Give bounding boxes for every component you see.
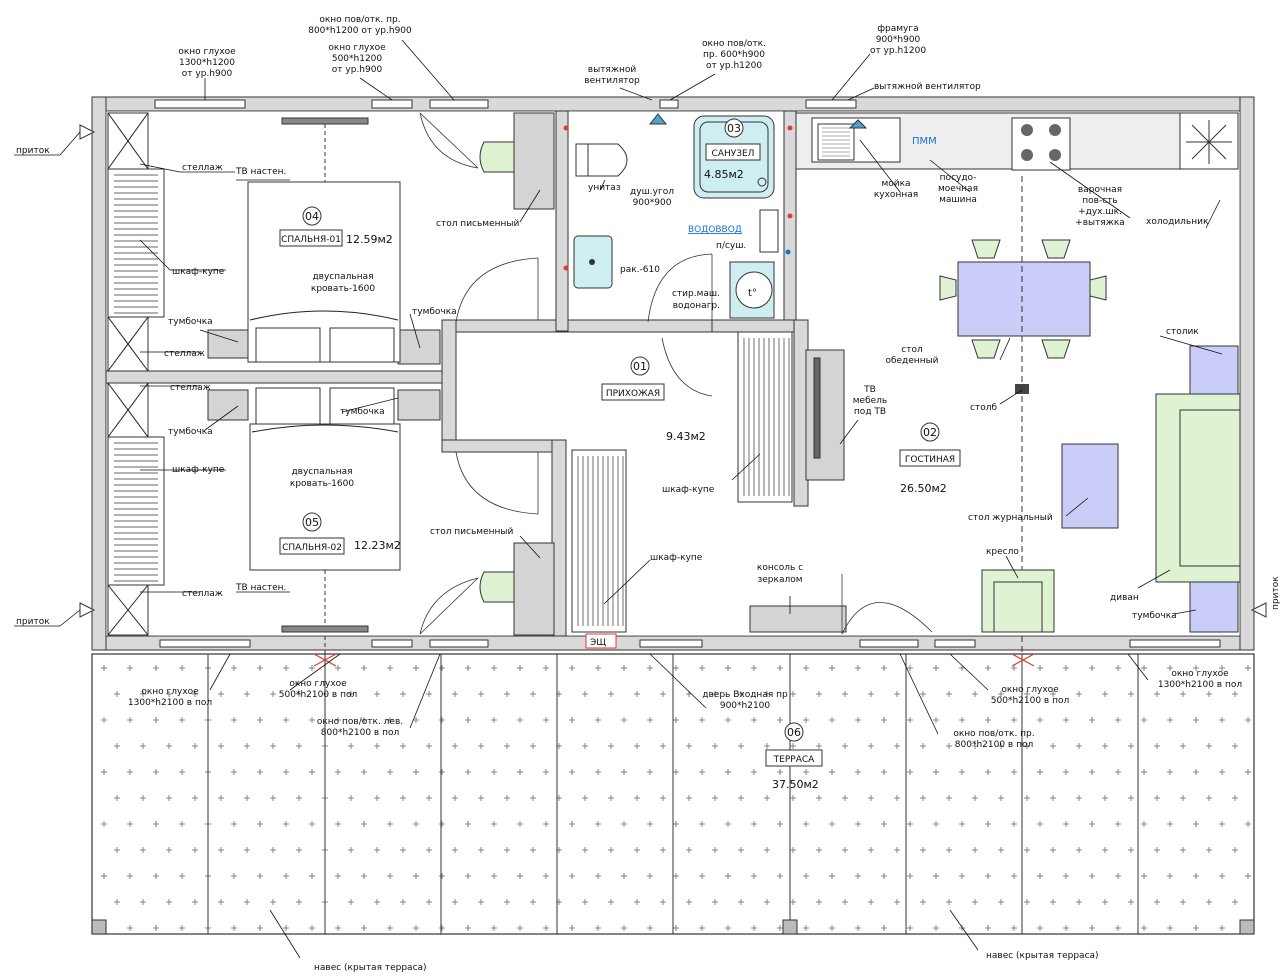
label-tv2: ТВ настен. — [235, 583, 286, 593]
living-room — [313, 112, 1241, 667]
svg-text:t°: t° — [748, 288, 757, 299]
svg-text:ГОСТИНАЯ: ГОСТИНАЯ — [905, 455, 955, 465]
label-inflow-r: приток — [1271, 576, 1280, 610]
svg-text:02: 02 — [923, 426, 937, 439]
label-shelf4: стеллаж — [182, 589, 223, 599]
room-03-tag: 03 САНУЗЕЛ 4.85м2 — [704, 118, 761, 181]
bedroom-01 — [107, 112, 555, 372]
svg-text:9.43м2: 9.43м2 — [666, 430, 706, 443]
label-canopy1: навес (крытая терраса) — [314, 963, 427, 973]
label-washer: стир.маш.водонагр. — [672, 289, 720, 311]
svg-text:26.50м2: 26.50м2 — [900, 482, 947, 495]
label-win-bot3: окно пов/отк. лев.800*h2100 в пол — [317, 717, 403, 738]
label-inflow-l1: приток — [16, 146, 50, 156]
label-column: столб — [970, 403, 997, 413]
top-windows — [154, 99, 857, 109]
svg-text:04: 04 — [305, 210, 319, 223]
svg-text:01: 01 — [633, 360, 647, 373]
room-06-tag: 06 ТЕРРАСА 37.50м2 — [765, 722, 823, 791]
label-wardrobe1: шкаф-купе — [172, 267, 225, 277]
room-02-tag: 02 ГОСТИНАЯ 26.50м2 — [899, 422, 961, 495]
room-05-tag: 05 СПАЛЬНЯ-02 12.23м2 — [279, 512, 401, 555]
bottom-windows — [159, 639, 1221, 648]
label-dryer: п/суш. — [716, 241, 746, 251]
label-wardrobe3: шкаф-купе — [650, 553, 703, 563]
room-04-tag: 04 СПАЛЬНЯ-01 12.59м2 — [279, 206, 393, 247]
label-shelf1: стеллаж — [182, 163, 223, 173]
label-canopy2: навес (крытая терраса) — [986, 951, 1099, 961]
label-tv1: ТВ настен. — [235, 167, 286, 177]
label-side-table: столик — [1166, 327, 1199, 337]
label-inflow-l2: приток — [16, 617, 50, 627]
svg-text:ПРИХОЖАЯ: ПРИХОЖАЯ — [606, 389, 660, 399]
label-wardrobe4: шкаф-купе — [662, 485, 715, 495]
label-panel: ЭЩ — [590, 638, 606, 648]
svg-text:05: 05 — [305, 516, 319, 529]
label-toilet: унитаз — [588, 183, 621, 193]
label-wardrobe2: шкаф-купе — [172, 465, 225, 475]
label-sofa: диван — [1110, 593, 1139, 603]
label-fan2: вытяжной вентилятор — [874, 82, 981, 92]
label-desk1: стол письменный — [436, 219, 519, 229]
label-coffee-table: стол журнальный — [968, 513, 1053, 523]
label-desk2: стол письменный — [430, 527, 513, 537]
terrace-pattern — [101, 665, 1251, 931]
label-nightstand3: тумбочка — [340, 407, 385, 417]
label-sink-bath: рак.-610 — [620, 265, 660, 275]
label-pmm: ПММ — [912, 136, 937, 147]
svg-text:ТЕРРАСА: ТЕРРАСА — [773, 755, 815, 765]
label-nightstand2: тумбочка — [412, 307, 457, 317]
svg-text:12.59м2: 12.59м2 — [346, 233, 393, 246]
label-nightstand4: тумбочка — [168, 427, 213, 437]
svg-text:САНУЗЕЛ: САНУЗЕЛ — [712, 149, 755, 159]
label-win-top2: окно пов/отк. пр.800*h1200 от ур.h900 — [308, 15, 412, 36]
svg-text:37.50м2: 37.50м2 — [772, 778, 819, 791]
svg-text:СПАЛЬНЯ-01: СПАЛЬНЯ-01 — [281, 235, 341, 245]
svg-text:12.23м2: 12.23м2 — [354, 539, 401, 552]
svg-text:СПАЛЬНЯ-02: СПАЛЬНЯ-02 — [282, 543, 342, 553]
leader-lines — [14, 39, 1223, 959]
label-win-bot5: окно пов/отк. пр.800*h2100 в пол — [953, 729, 1034, 750]
svg-text:4.85м2: 4.85м2 — [704, 168, 744, 181]
label-fridge: холодильник — [1146, 217, 1209, 227]
svg-text:06: 06 — [787, 726, 801, 739]
label-nightstand1: тумбочка — [168, 317, 213, 327]
label-water: ВОДОВВОД — [688, 225, 742, 235]
room-01-tag: 01 ПРИХОЖАЯ 9.43м2 — [601, 356, 706, 443]
terrace — [91, 653, 1255, 935]
interior-walls — [105, 110, 809, 637]
bathroom: t° — [563, 113, 793, 323]
label-armchair: кресло — [986, 547, 1019, 557]
bedroom-02 — [107, 382, 555, 636]
label-shelf3: стеллаж — [170, 383, 211, 393]
label-shelf2: стеллаж — [164, 349, 205, 359]
svg-text:03: 03 — [727, 122, 741, 135]
label-nightstand5: тумбочка — [1132, 611, 1177, 621]
hall — [571, 331, 933, 649]
